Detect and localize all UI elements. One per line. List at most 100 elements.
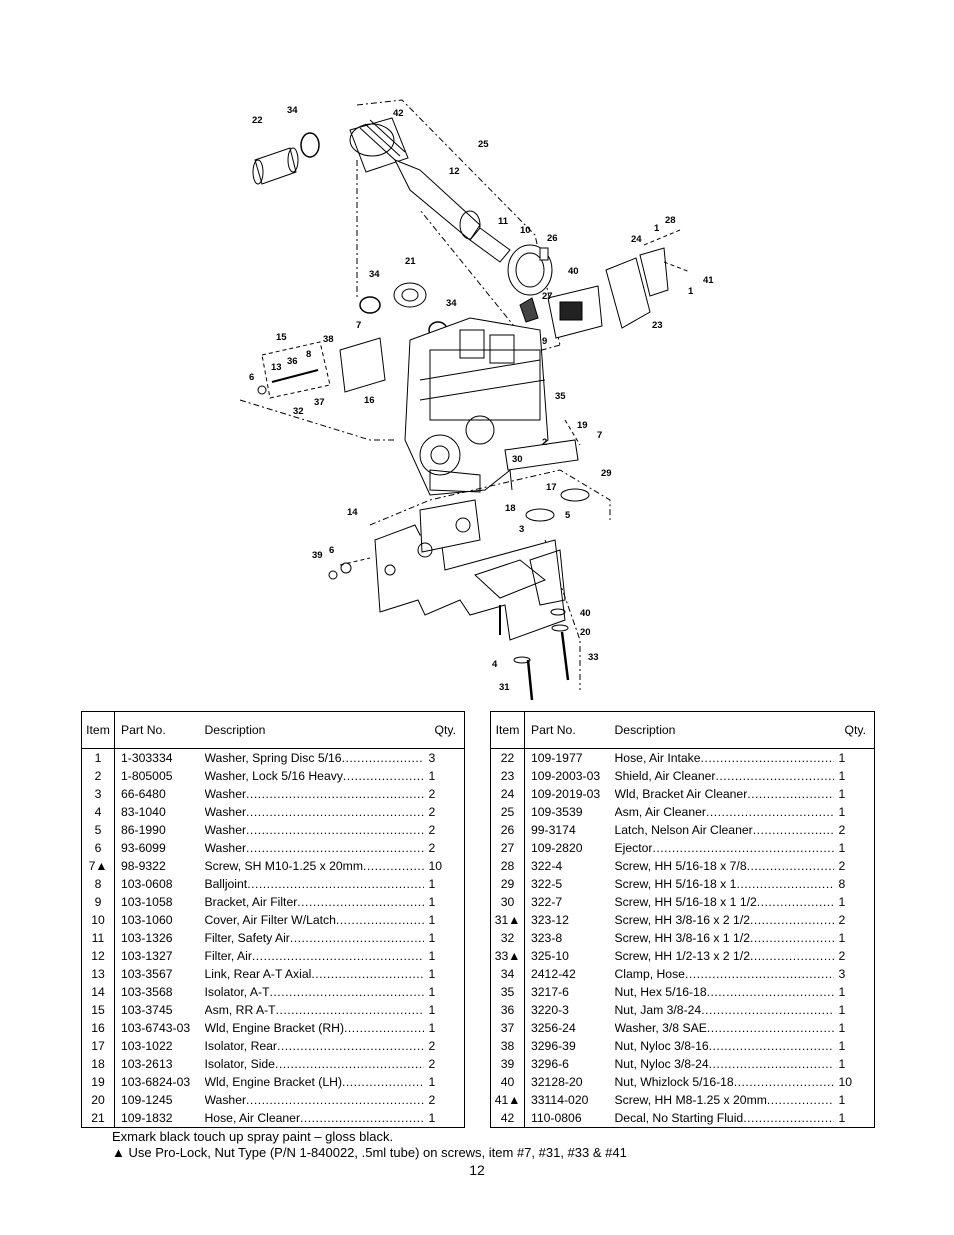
leader-dots: [736, 877, 833, 891]
part-description: Asm, Air Cleaner: [609, 803, 838, 821]
description-text: Screw, SH M10-1.25 x 20mm: [204, 859, 364, 873]
item-number: 9: [81, 893, 115, 911]
quantity: 1: [838, 769, 846, 783]
table-row: 483-1040Washer2: [81, 803, 465, 821]
part-description: Screw, HH 5/16-18 x 1 1/2: [609, 893, 838, 911]
quantity: 10: [838, 1075, 853, 1089]
quantity: 1: [838, 1111, 846, 1125]
leader-dots: [247, 877, 423, 891]
part-number: 103-3568: [121, 985, 173, 999]
air-cleaner-assembly: [349, 117, 481, 241]
quantity: 1: [838, 787, 846, 801]
leader-dots: [246, 805, 423, 819]
leader-dots: [297, 895, 423, 909]
callout-6: 6: [329, 545, 334, 556]
leader-dots: [701, 751, 834, 765]
part-description: Isolator, A-T: [199, 983, 428, 1001]
exploded-parts-diagram: 22 34 42 25 12 11 10 26 28 24 1 41 1 40 …: [239, 99, 714, 701]
item-number: 1: [81, 748, 115, 767]
item-number: 12: [81, 947, 115, 965]
part-number: 325-10: [531, 949, 569, 963]
part-description: Ejector: [609, 839, 838, 857]
leader-dots: [734, 1075, 834, 1089]
item-number: 30: [490, 893, 525, 911]
part-description: Shield, Air Cleaner: [609, 767, 838, 785]
callout-2: 2: [542, 437, 547, 448]
leader-dots: [701, 1003, 833, 1017]
description-text: Isolator, Side: [204, 1057, 275, 1071]
callout-25: 25: [478, 139, 489, 150]
quantity: 1: [838, 841, 846, 855]
part-description: Nut, Whizlock 5/16-18: [609, 1073, 838, 1091]
description-text: Screw, HH 5/16-18 x 7/8: [614, 859, 747, 873]
leader-dots: [270, 985, 424, 999]
part-description: Wld, Engine Bracket (RH): [199, 1019, 428, 1037]
quantity: 1: [428, 877, 436, 891]
col-header-description: Description: [198, 711, 428, 749]
item-number: 37: [490, 1019, 525, 1037]
description-text: Washer: [204, 805, 247, 819]
item-number: 28: [490, 857, 525, 875]
leader-dots: [747, 787, 833, 801]
part-description: Screw, HH M8-1.25 x 20mm: [609, 1091, 838, 1109]
leader-dots: [246, 841, 423, 855]
callout-10: 10: [520, 225, 531, 236]
callout-15: 15: [276, 332, 287, 343]
callout-18: 18: [505, 503, 516, 514]
part-number: 110-0806: [531, 1111, 582, 1125]
part-number: 103-1060: [121, 913, 173, 927]
callout-20: 20: [580, 627, 591, 638]
callout-22: 22: [252, 115, 263, 126]
item-number: 18: [81, 1055, 115, 1073]
leader-dots: [685, 967, 834, 981]
item-number: 35: [490, 983, 525, 1001]
description-text: Nut, Nyloc 3/8-16: [614, 1039, 709, 1053]
quantity: 2: [428, 823, 436, 837]
quantity: 1: [428, 949, 436, 963]
callout-12: 12: [449, 166, 460, 177]
part-number: 322-5: [531, 877, 563, 891]
callout-40: 40: [568, 266, 579, 277]
item-number: 31▲: [490, 911, 525, 929]
item-number: 7▲: [81, 857, 115, 875]
table-row: 366-6480Washer2: [81, 785, 465, 803]
part-number: 109-1245: [121, 1093, 173, 1107]
item-number: 34: [490, 965, 525, 983]
item-number: 13: [81, 965, 115, 983]
item-number: 29: [490, 875, 525, 893]
callout-3: 3: [519, 524, 524, 535]
description-text: Hose, Air Intake: [614, 751, 701, 765]
item-number: 41▲: [490, 1091, 525, 1109]
part-number: 103-0608: [121, 877, 173, 891]
quantity: 3: [428, 751, 436, 765]
part-number: 83-1040: [121, 805, 166, 819]
item-number: 2: [81, 767, 115, 785]
quantity: 1: [428, 967, 436, 981]
part-number: 2412-42: [531, 967, 576, 981]
item-number: 6: [81, 839, 115, 857]
part-description: Wld, Engine Bracket (LH): [199, 1073, 428, 1091]
callout-23: 23: [652, 320, 663, 331]
quantity: 1: [428, 1021, 436, 1035]
leader-dots: [750, 949, 834, 963]
quantity: 1: [428, 913, 436, 927]
description-text: Isolator, Rear: [204, 1039, 277, 1053]
quantity: 2: [428, 1039, 436, 1053]
leader-dots: [652, 841, 833, 855]
item-number: 23: [490, 767, 525, 785]
description-text: Nut, Whizlock 5/16-18: [614, 1075, 734, 1089]
callout-26: 26: [547, 233, 558, 244]
callout-38: 38: [323, 334, 334, 345]
quantity: 1: [838, 751, 846, 765]
part-number: 109-2003-03: [531, 769, 601, 783]
leader-dots: [311, 967, 423, 981]
